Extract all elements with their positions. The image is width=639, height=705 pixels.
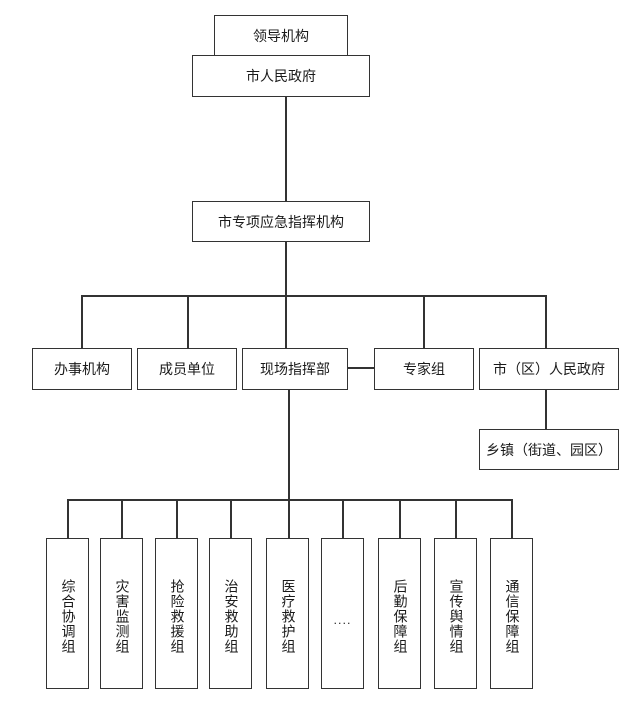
group-label: 综合协调组 — [59, 579, 76, 654]
district-government-box: 市（区）人民政府 — [479, 348, 619, 390]
leadership-label: 领导机构 — [253, 28, 309, 45]
connector-group-7 — [399, 499, 401, 538]
city-government-label: 市人民政府 — [246, 69, 316, 85]
group-label: 后勤保障组 — [391, 579, 408, 654]
connector-site-groups — [288, 389, 290, 499]
connector-group-6 — [342, 499, 344, 538]
connector-experts — [423, 295, 425, 348]
connector-group-3 — [176, 499, 178, 538]
group-box: 治安救助组 — [209, 538, 252, 689]
office-box: 办事机构 — [32, 348, 132, 390]
group-box: 灾害监测组 — [100, 538, 143, 689]
expert-group-box: 专家组 — [374, 348, 474, 390]
connector-site-experts — [347, 367, 374, 369]
group-box: 抢险救援组 — [155, 538, 198, 689]
connector-group-1 — [67, 499, 69, 538]
group-box-ellipsis: ···· — [321, 538, 364, 689]
group-box: 后勤保障组 — [378, 538, 421, 689]
connector-district-gov — [545, 295, 547, 348]
ellipsis-label: ···· — [333, 617, 352, 630]
leadership-box: 领导机构 — [214, 15, 348, 56]
connector-gov-command — [285, 96, 287, 201]
group-label: 宣传舆情组 — [447, 579, 464, 654]
connector-group-8 — [455, 499, 457, 538]
group-label: 抢险救援组 — [168, 579, 185, 654]
connector-office — [81, 295, 83, 348]
member-units-label: 成员单位 — [159, 362, 215, 378]
connector-site-command — [285, 295, 287, 348]
level2-bus — [81, 295, 546, 297]
group-box: 综合协调组 — [46, 538, 89, 689]
connector-members — [187, 295, 189, 348]
group-label: 灾害监测组 — [113, 579, 130, 654]
site-command-label: 现场指挥部 — [260, 362, 330, 378]
group-label: 治安救助组 — [222, 579, 239, 654]
connector-group-5 — [288, 499, 290, 538]
member-units-box: 成员单位 — [137, 348, 237, 390]
group-box: 通信保障组 — [490, 538, 533, 689]
district-government-label: 市（区）人民政府 — [493, 362, 605, 378]
township-label: 乡镇（街道、园区） — [486, 442, 612, 459]
office-label: 办事机构 — [54, 362, 110, 378]
township-box: 乡镇（街道、园区） — [479, 429, 619, 470]
connector-group-4 — [230, 499, 232, 538]
special-command-label: 市专项应急指挥机构 — [218, 214, 344, 231]
groups-bus — [67, 499, 512, 501]
connector-district-township — [545, 389, 547, 429]
expert-group-label: 专家组 — [403, 362, 445, 378]
connector-group-2 — [121, 499, 123, 538]
connector-group-9 — [511, 499, 513, 538]
group-box: 宣传舆情组 — [434, 538, 477, 689]
special-command-box: 市专项应急指挥机构 — [192, 201, 370, 242]
connector-command-bus — [285, 241, 287, 295]
site-command-box: 现场指挥部 — [242, 348, 348, 390]
group-label: 医疗救护组 — [279, 579, 296, 654]
group-label: 通信保障组 — [503, 579, 520, 654]
city-government-box: 市人民政府 — [192, 55, 370, 97]
group-box: 医疗救护组 — [266, 538, 309, 689]
